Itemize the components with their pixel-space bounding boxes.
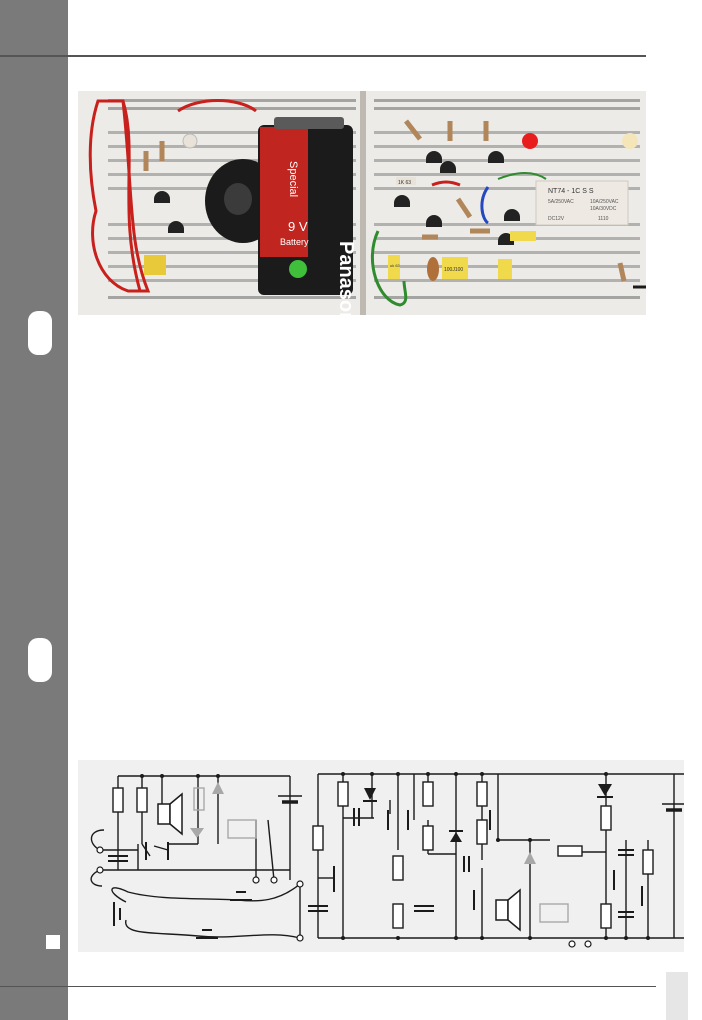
cap-yellow-1 [442,257,468,279]
cap-yellow-4 [388,255,400,279]
breadboard-gap [360,91,366,315]
cap-label-3: uk 63 [390,263,401,268]
sidebar-marker [46,935,60,949]
cap-yellow-3 [510,231,536,241]
led-clear [622,133,638,149]
relay-rating-dc: 10A/30VDC [590,206,617,212]
header-rule [0,55,646,57]
schematic-terminals [96,846,592,948]
cap-yellow-left [144,255,166,275]
cap-label-2: 1K 63 [398,180,411,186]
schematic-push-buttons [113,891,252,939]
sidebar-tab-bottom [28,638,52,682]
relay: NT74 - 1C S S 5A/250VAC 10A/250VAC 10A/3… [535,180,629,226]
cap-label-1: 100J100 [444,267,463,273]
cap-ceramic [427,257,439,281]
schematic-diodes [363,784,613,842]
page-number-box [666,972,688,1020]
led-red [522,133,538,149]
sidebar [0,0,68,1020]
transistors [154,151,520,245]
photo-sensor-left [182,133,198,149]
cap-yellow-2 [498,259,512,279]
schematic-speakers [157,792,521,932]
circuit-schematic [78,760,686,952]
schematic-grey-diodes [190,782,536,864]
relay-coil: DC12V [548,216,565,222]
schematic-junctions [140,772,650,940]
circuit-schematic-svg [90,772,686,948]
red-wire-2 [121,100,142,292]
footer-rule [0,986,656,987]
resistors [143,119,627,282]
relay-model: NT74 - 1C S S [548,188,594,195]
cap-label-box-2 [396,177,416,185]
battery-voltage: 9 V [288,219,308,234]
breadboard-photo: Panasonic Special 9 V Battery NT74 - 1C … [78,91,646,341]
schematic-capacitors [108,808,634,918]
battery-apple-logo [289,260,307,278]
schematic-resistors [112,781,654,929]
schematic-relays [193,787,569,923]
green-wire [370,230,408,307]
breadboard-photo-svg: Panasonic Special 9 V Battery NT74 - 1C … [78,91,646,341]
relay-rating-ac2: 10A/250VAC [590,199,619,205]
relay-rating-ac1: 5A/250VAC [548,199,574,205]
battery-9v: Panasonic Special 9 V Battery [258,117,357,341]
red-jumper-top [177,99,257,113]
battery-label: Battery [280,237,309,247]
blue-wire [480,186,490,225]
battery-brand: Panasonic [335,241,357,315]
battery-series: Special [287,161,299,197]
schematic-batteries [278,795,686,812]
relay-code: 1110 [598,216,609,222]
schematic-transistors [145,810,643,910]
sidebar-tab-top [28,311,52,355]
